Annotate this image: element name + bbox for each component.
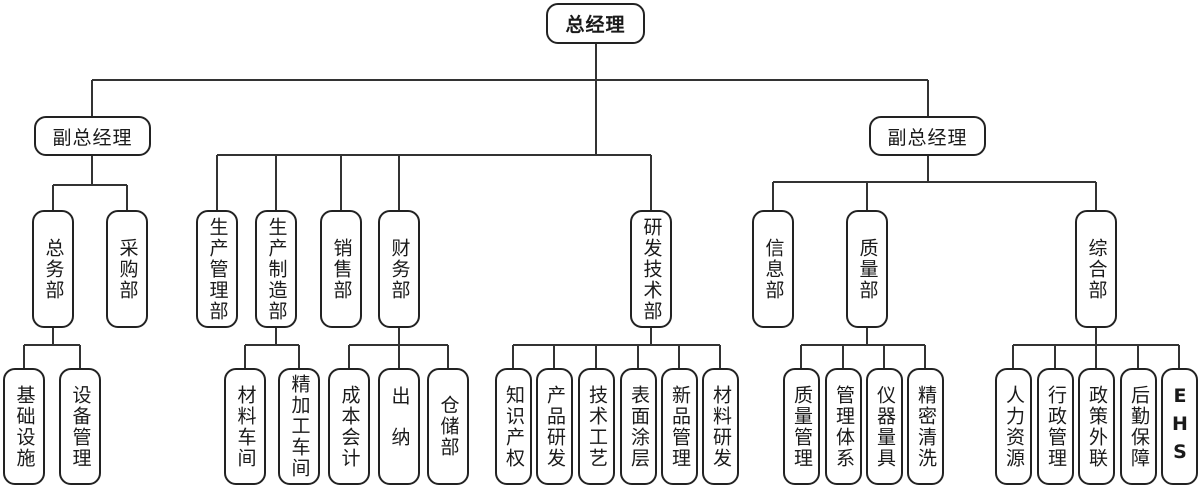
node-sub-instruments: 仪器量具 — [866, 368, 903, 485]
node-general-manager: 总经理 — [546, 3, 645, 44]
node-sub-infrastructure: 基础设施 — [3, 368, 45, 485]
node-dept-general-affairs: 总务部 — [32, 210, 74, 328]
node-dept-purchasing: 采购部 — [106, 210, 148, 328]
node-sub-warehouse: 仓储部 — [427, 368, 469, 485]
node-sub-gov-liaison: 政策外联 — [1078, 368, 1115, 485]
node-dept-rnd: 研发技术部 — [630, 210, 672, 328]
node-dept-information: 信息部 — [752, 210, 794, 328]
node-vp-left: 副总经理 — [34, 116, 151, 156]
node-sub-precision-cleaning: 精密清洗 — [907, 368, 944, 485]
node-sub-cost-accounting: 成本会计 — [328, 368, 370, 485]
node-sub-ehs: EHS — [1161, 368, 1198, 485]
node-dept-quality: 质量部 — [846, 210, 888, 328]
node-sub-product-rnd: 产品研发 — [536, 368, 573, 485]
node-sub-logistics: 后勤保障 — [1120, 368, 1157, 485]
node-sub-tech-process: 技术工艺 — [578, 368, 615, 485]
node-sub-equipment-mgmt: 设备管理 — [59, 368, 101, 485]
node-dept-sales: 销售部 — [320, 210, 362, 328]
node-sub-ip: 知识产权 — [495, 368, 532, 485]
node-sub-finishing-workshop: 精加工车间 — [278, 368, 320, 485]
node-sub-cashier: 出纳 — [378, 368, 420, 485]
node-sub-new-product-mgmt: 新品管理 — [661, 368, 698, 485]
node-sub-hr: 人力资源 — [995, 368, 1032, 485]
node-dept-production-mgmt: 生产管理部 — [196, 210, 238, 328]
node-sub-surface-coating: 表面涂层 — [620, 368, 657, 485]
node-sub-quality-mgmt: 质量管理 — [783, 368, 820, 485]
node-sub-mgmt-system: 管理体系 — [825, 368, 862, 485]
node-dept-finance: 财务部 — [378, 210, 420, 328]
node-sub-material-workshop: 材料车间 — [224, 368, 266, 485]
node-vp-right: 副总经理 — [869, 116, 986, 156]
node-sub-material-rnd: 材料研发 — [702, 368, 739, 485]
node-sub-admin: 行政管理 — [1037, 368, 1074, 485]
node-dept-production-mfg: 生产制造部 — [255, 210, 297, 328]
node-dept-comprehensive: 综合部 — [1075, 210, 1117, 328]
